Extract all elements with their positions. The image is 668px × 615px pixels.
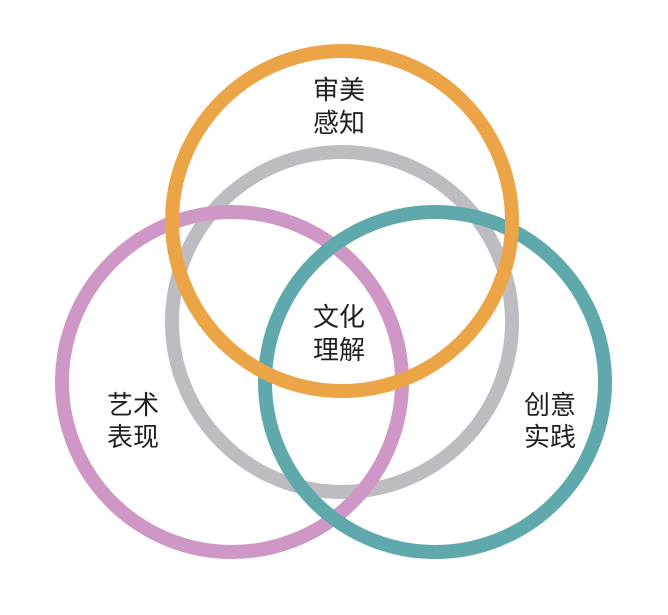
label-artistic-expression-line2: 表现 xyxy=(107,423,159,453)
circle-artistic-expression xyxy=(55,205,409,559)
label-artistic-expression-line1: 艺术 xyxy=(107,391,159,421)
circle-aesthetic-perception xyxy=(165,44,519,398)
label-creative-practice-line2: 实践 xyxy=(524,423,576,453)
circle-cultural-understanding xyxy=(165,145,519,499)
label-aesthetic-perception-line2: 感知 xyxy=(313,109,365,139)
label-cultural-understanding-line2: 理解 xyxy=(313,336,365,366)
label-cultural-understanding-line1: 文化 xyxy=(313,303,365,333)
circle-creative-practice xyxy=(258,205,612,559)
label-aesthetic-perception-line1: 审美 xyxy=(313,76,365,106)
label-creative-practice-line1: 创意 xyxy=(524,391,576,421)
